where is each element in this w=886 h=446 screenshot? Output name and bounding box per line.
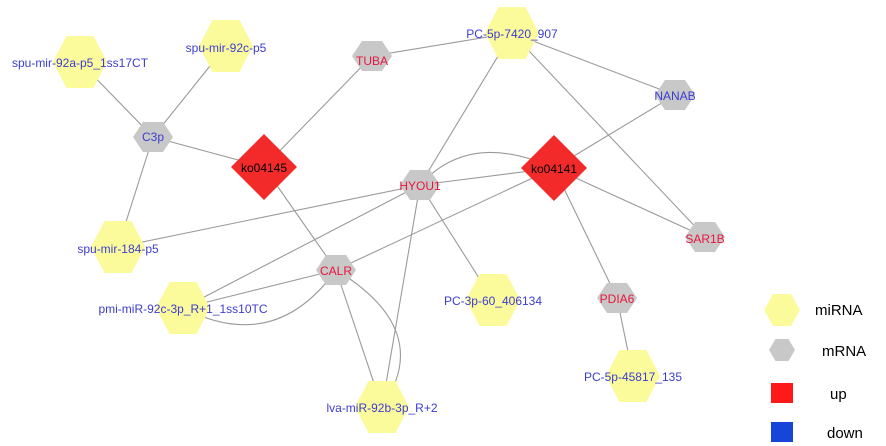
- legend-swatch-up: [771, 383, 793, 403]
- edge-tuba-ko04145: [263, 55, 373, 168]
- mirna-hexagon: [466, 274, 520, 326]
- mrna-hexagon: [133, 122, 173, 152]
- mirna-hexagon: [156, 282, 210, 334]
- node-label-calr: CALR: [320, 264, 352, 278]
- node-sar1b[interactable]: SAR1B: [685, 222, 725, 252]
- pathway-diamond: [231, 134, 297, 200]
- edge-hyou1-pmi92c: [182, 184, 421, 309]
- edge-ko04141-calr: [335, 167, 555, 271]
- node-label-sar1b: SAR1B: [685, 232, 724, 246]
- legend-label-mirna: miRNA: [815, 302, 863, 319]
- node-label-pc7420: PC-5p-7420_907: [466, 27, 558, 41]
- legend-label-up: up: [830, 386, 847, 403]
- node-hyou1[interactable]: HYOU1: [399, 170, 441, 200]
- mrna-hexagon: [655, 80, 695, 110]
- node-label-mir92a: spu-mir-92a-p5_1ss17CT: [12, 56, 149, 70]
- node-mir92c[interactable]: spu-mir-92c-p5: [186, 20, 267, 72]
- mrna-hexagon: [400, 170, 440, 200]
- legend-item-up: up: [771, 383, 847, 403]
- node-calr[interactable]: CALR: [316, 255, 356, 285]
- mrna-hexagon: [352, 41, 392, 71]
- mirna-hexagon: [53, 36, 107, 88]
- mrna-hexagon: [597, 283, 637, 313]
- node-label-pc406134: PC-3p-60_406134: [444, 294, 542, 308]
- legend-label-down: down: [827, 425, 863, 442]
- node-c3p[interactable]: C3p: [133, 122, 173, 152]
- pathway-diamond: [521, 135, 587, 201]
- node-label-c3p: C3p: [142, 130, 164, 144]
- node-label-ko04141: ko04141: [531, 162, 577, 176]
- node-pc7420[interactable]: PC-5p-7420_907: [466, 7, 558, 59]
- node-ko04141[interactable]: ko04141: [521, 135, 587, 201]
- node-ko04145[interactable]: ko04145: [231, 134, 297, 200]
- node-label-ko04145: ko04145: [241, 161, 287, 175]
- edges-layer: [79, 32, 706, 408]
- node-label-nanab: NANAB: [654, 89, 695, 103]
- node-label-tuba: TUBA: [356, 54, 388, 68]
- node-label-pdia6: PDIA6: [600, 292, 635, 306]
- mrna-hexagon: [685, 222, 725, 252]
- edge-hyou1-lva92b: [381, 184, 421, 408]
- legend-item-mirna: miRNA: [764, 294, 863, 326]
- node-label-mir184: spu-mir-184-p5: [77, 242, 159, 256]
- mirna-hexagon: [91, 221, 145, 273]
- legend-swatch-down: [771, 422, 793, 442]
- edge-ko04141-sar1b: [553, 167, 706, 238]
- edge-calr-pmi92c: [182, 269, 337, 309]
- legend-item-down: down: [771, 422, 863, 442]
- node-nanab[interactable]: NANAB: [654, 80, 696, 110]
- edge-hyou1-mir184: [117, 184, 421, 248]
- mirna-hexagon: [606, 350, 660, 402]
- node-label-hyou1: HYOU1: [399, 179, 441, 193]
- mirna-hexagon: [355, 381, 409, 433]
- legend: miRNA mRNA up down: [764, 294, 866, 442]
- legend-label-mrna: mRNA: [822, 343, 866, 360]
- legend-swatch-mirna: [764, 294, 800, 326]
- node-pmi92c[interactable]: pmi-miR-92c-3p_R+1_1ss10TC: [98, 282, 268, 334]
- mirna-hexagon: [199, 20, 253, 72]
- node-mir184[interactable]: spu-mir-184-p5: [77, 221, 159, 273]
- mirna-hexagon: [485, 7, 539, 59]
- edge-pc7420-nanab: [511, 32, 676, 96]
- node-pc406134[interactable]: PC-3p-60_406134: [444, 274, 542, 326]
- node-label-mir92c: spu-mir-92c-p5: [186, 41, 267, 55]
- legend-swatch-mrna: [769, 339, 795, 361]
- node-lva92b[interactable]: lva-miR-92b-3p_R+2: [326, 381, 438, 433]
- node-label-pmi92c: pmi-miR-92c-3p_R+1_1ss10TC: [98, 302, 267, 316]
- node-mir92a[interactable]: spu-mir-92a-p5_1ss17CT: [12, 36, 149, 88]
- edge-calr-pmi92c-curved: [182, 269, 337, 326]
- mrna-hexagon: [316, 255, 356, 285]
- legend-item-mrna: mRNA: [769, 339, 866, 361]
- node-label-pc45817: PC-5p-45817_135: [584, 370, 682, 384]
- node-pc45817[interactable]: PC-5p-45817_135: [584, 350, 682, 402]
- edge-pc7420-hyou1: [419, 32, 513, 186]
- node-label-lva92b: lva-miR-92b-3p_R+2: [326, 401, 437, 415]
- node-tuba[interactable]: TUBA: [352, 41, 392, 71]
- node-pdia6[interactable]: PDIA6: [597, 283, 637, 313]
